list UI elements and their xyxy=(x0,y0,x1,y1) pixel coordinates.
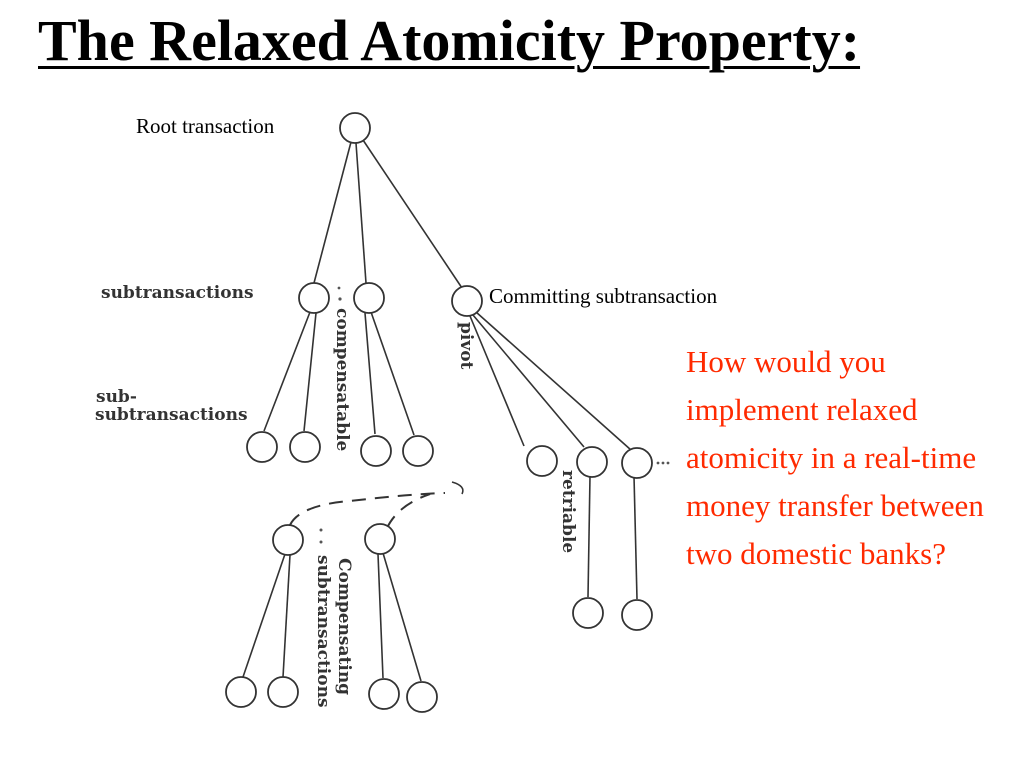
edge-comp2-to-leaf4 xyxy=(382,552,422,682)
compensating-node-1 xyxy=(272,524,304,556)
sub-subtransaction-node-1 xyxy=(246,431,278,463)
arc-arrowhead xyxy=(451,481,464,495)
continuation-dots xyxy=(319,286,670,544)
tree-nodes xyxy=(225,112,653,713)
retriable-node-2 xyxy=(576,446,608,478)
edge-retr2-to-leaf xyxy=(587,475,591,598)
subtransactions-label: subtransactions xyxy=(101,283,254,303)
sub-subtransaction-node-3 xyxy=(360,435,392,467)
edge-sub2-to-leaf3 xyxy=(364,312,376,435)
compensating-label: Compensating xyxy=(334,558,354,696)
pivot-node xyxy=(451,285,483,317)
edge-root-to-pivot xyxy=(362,139,463,289)
tree-edges xyxy=(242,139,638,682)
sub-subtransaction-node-4 xyxy=(402,435,434,467)
dashed-arc-left xyxy=(289,492,446,526)
subtransaction-node-1 xyxy=(298,282,330,314)
compensating-leaf-node-2 xyxy=(267,676,299,708)
sub-subtransaction-node-2 xyxy=(289,431,321,463)
slide-title: The Relaxed Atomicity Property: xyxy=(38,8,861,73)
compensating-leaf-node-3 xyxy=(368,678,400,710)
compensation-arc xyxy=(289,481,464,529)
retriable-leaf-node-2 xyxy=(621,599,653,631)
edge-sub1-to-leaf2 xyxy=(303,312,317,432)
edge-retr3-to-leaf xyxy=(633,475,638,600)
dashed-arc-right xyxy=(386,493,431,529)
compensatable-label: compensatable xyxy=(332,308,352,452)
edge-root-to-sub2 xyxy=(355,142,367,284)
retriable-leaf-node-1 xyxy=(572,597,604,629)
compensating-leaf-node-1 xyxy=(225,676,257,708)
sub-subtransactions-label: subtransactions xyxy=(95,405,248,425)
committing-subtransaction-label: Committing subtransaction xyxy=(489,284,718,308)
edge-pivot-to-retr1 xyxy=(469,315,525,447)
root-transaction-label: Root transaction xyxy=(136,114,275,138)
compensating-leaf-node-4 xyxy=(406,681,438,713)
pivot-label: pivot xyxy=(456,322,476,370)
compensating-subtransactions-label: subtransactions xyxy=(313,555,333,708)
compensating-node-2 xyxy=(364,523,396,555)
retriable-label: retriable xyxy=(558,470,578,554)
edge-sub2-to-leaf4 xyxy=(370,311,415,436)
retriable-node-1 xyxy=(526,445,558,477)
edge-comp1-to-leaf2 xyxy=(282,554,291,678)
edge-comp2-to-leaf3 xyxy=(377,553,384,679)
sub-prefix-label: sub- xyxy=(96,387,137,407)
retriable-node-3 xyxy=(621,447,653,479)
edge-root-to-sub1 xyxy=(313,141,352,284)
edge-pivot-to-retr3 xyxy=(475,311,632,451)
edge-pivot-to-retr2 xyxy=(472,314,585,448)
discussion-question: How would you implement relaxed atomicit… xyxy=(686,344,984,571)
edge-comp1-to-leaf1 xyxy=(242,553,286,678)
subtransaction-node-2 xyxy=(353,282,385,314)
edge-sub1-to-leaf1 xyxy=(263,311,311,432)
root-node xyxy=(339,112,371,144)
